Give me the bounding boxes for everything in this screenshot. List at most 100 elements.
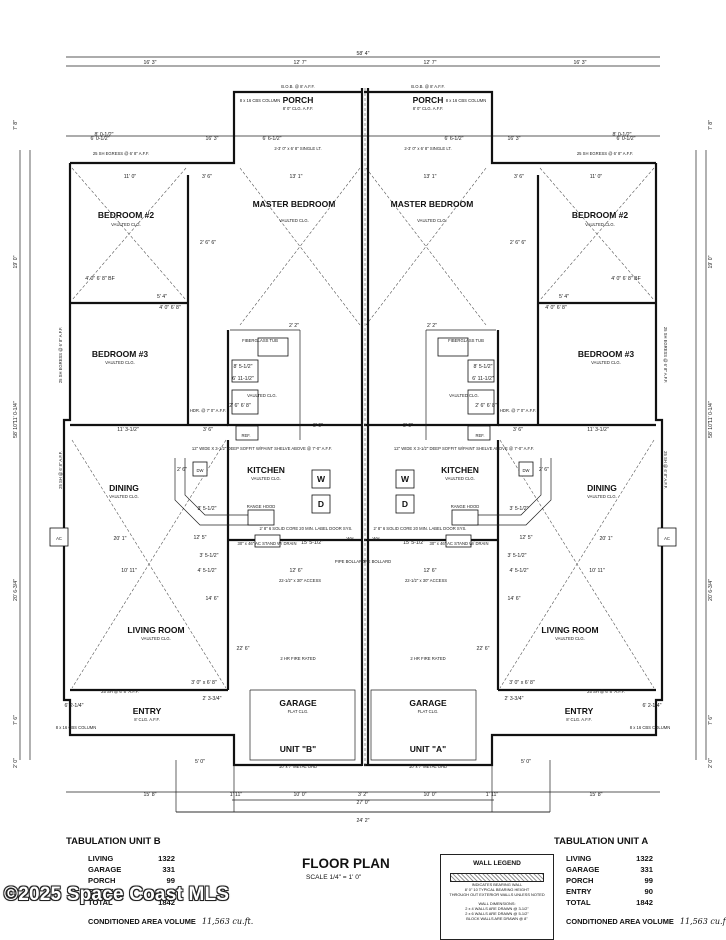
side-dim-right: 7' 6" [708, 715, 714, 725]
bottom-dim: 1' 11" [230, 792, 243, 798]
interior-dim-b: 6' 0-1/2" [91, 136, 110, 142]
interior-dim-a: 10' 11" [589, 568, 605, 574]
interior-dim-a: 16' 3" [508, 136, 521, 142]
washer-box [395, 469, 415, 489]
interior-dim-a: 3' 6" [513, 427, 523, 433]
interior-dim-a: 20' 1" [600, 536, 613, 542]
side-dim-left: 2' 0" [13, 758, 19, 768]
attic-access-note: 22-1/2" x 30" ACCESS [279, 578, 321, 583]
dining-label: DINING [587, 483, 617, 493]
interior-dim-b: 5' 4" [157, 294, 167, 300]
window-note: 25 SH @ 6' 8" A.F.F. [663, 451, 668, 489]
fire-rated-note: 2 HR FIRE RATED [410, 656, 445, 661]
vault-line [365, 167, 487, 326]
floor-plan-title: FLOOR PLAN [302, 856, 390, 871]
living-ceiling: VAULTED CLG. [141, 636, 171, 641]
refrigerator-box [467, 425, 491, 441]
tabulation-key: ENTRY [88, 887, 114, 896]
interior-dim-b: 4' 0" 6' 8" BF [85, 276, 115, 282]
dryer-label: D [318, 499, 324, 509]
bottom-dim: 15' 8" [590, 792, 603, 798]
side-dim-left: 20' 6-3/4" [13, 579, 19, 601]
vanity-box [467, 389, 495, 415]
entry-column-note: 8 x 16 CBS COLUMN [630, 725, 671, 730]
top-dim: 12' 7" [424, 60, 437, 66]
dryer-box [395, 494, 415, 514]
interior-dim-b: 4' 5-1/2" [198, 568, 217, 574]
kitchen-ceiling: VAULTED CLG. [445, 476, 475, 481]
interior-dim-b: 10' 11" [121, 568, 137, 574]
bedroom3-label: BEDROOM #3 [578, 349, 634, 359]
interior-dim-b: 5' 0" [195, 759, 205, 765]
exterior-wall-top [364, 90, 656, 165]
interior-dim-b: 6' 2-1/4" [65, 703, 84, 709]
bottom-dim: 10' 0" [294, 792, 307, 798]
interior-dim-a: 3' 5-1/2" [508, 553, 527, 559]
dryer-box [311, 494, 331, 514]
bath-ceiling: VAULTED CLG. [247, 393, 277, 398]
interior-dim-a: 3' 6" [514, 174, 524, 180]
garage-label: GARAGE [279, 698, 317, 708]
garage-ceiling: FLAT CLG. [418, 709, 439, 714]
legend-bar-label: INDICATES BEARING WALL [471, 882, 523, 887]
garage-label: GARAGE [409, 698, 447, 708]
range-hood-label: RANGE HOOD [451, 504, 480, 509]
interior-dim-a: 12' 6" [424, 568, 437, 574]
interior-dim-a: 6' 2-1/4" [643, 703, 662, 709]
interior-dim-a: 8' 5-1/2" [474, 364, 493, 370]
ac-stand-note: 30" x 46" AC STAND W/ DRAIN [238, 541, 297, 546]
tabulation-key: PORCH [566, 876, 594, 885]
floor-plan-scale: SCALE 1/4" = 1' 0" [306, 874, 362, 881]
interior-dim-b: 3' 6" [203, 427, 213, 433]
interior-dim-a: 4' 0" 6' 8" [545, 305, 567, 311]
interior-dim-b: 20' 1" [114, 536, 127, 542]
window-note: 25 SH @ 6' 8" A.F.F. [101, 689, 139, 694]
interior-dim-a: 5' 4" [559, 294, 569, 300]
water-heater-label: WH [347, 536, 354, 541]
tabulation-value: 1842 [636, 898, 653, 907]
toilet-box [467, 359, 495, 383]
tabulation-title: TABULATION UNIT B [66, 836, 161, 847]
interior-dim-a: 6' 0-1/2" [617, 136, 636, 142]
kitchen-counter [174, 458, 262, 526]
cav-label: CONDITIONED AREA VOLUME [566, 917, 674, 926]
entry-column-note: 8 x 16 CBS COLUMN [56, 725, 97, 730]
window-note: 25 SH @ 6' 8" A.F.F. [58, 451, 63, 489]
interior-dim-b: 8' 0-1/2" [95, 132, 114, 138]
interior-dim-a: 4' 5-1/2" [510, 568, 529, 574]
bedroom2-ceiling: VAULTED CLG. [111, 222, 141, 227]
vault-line [365, 167, 487, 326]
fiberglass-tub-label: FIBERGLASS TUB [242, 338, 278, 343]
dining-ceiling: VAULTED CLG. [109, 494, 139, 499]
exterior-wall-side [364, 163, 664, 767]
interior-dim-b: 6' 11-1/2" [232, 376, 254, 382]
pipe-bollard-note: PIPE BOLLARD [335, 559, 365, 564]
vault-line [239, 167, 361, 326]
bath-ceiling: VAULTED CLG. [449, 393, 479, 398]
tabulation-key: ENTRY [566, 887, 592, 896]
cav-handwritten: 11,563 cu.ft. [201, 917, 254, 926]
garage-door-note: 10' x 7' METAL OHD [279, 764, 317, 769]
interior-dim-a: 4' 0" 6' 8" BF [611, 276, 641, 282]
wall-legend: WALL LEGEND INDICATES BEARING WALL 8' 0"… [440, 854, 554, 940]
interior-dim-b: 22' 6" [237, 646, 250, 652]
fire-rated-note: 2 HR FIRE RATED [280, 656, 315, 661]
window-note: 25 SH @ 6' 8" A.F.F. [587, 689, 625, 694]
bottom-dim: 10' 0" [424, 792, 437, 798]
egress-window-note: 25 SH EGRESS @ 6' 8" A.F.F. [93, 151, 149, 156]
side-dim-left: 7' 8" [13, 120, 19, 130]
header-note: HDR. @ 7' 0" A.F.F. [190, 408, 226, 413]
interior-dim-b: 11' 0" [124, 174, 137, 180]
interior-dim-b: 3' 0" x 6' 8" [191, 680, 217, 686]
entry-door-note: 2-3' 0" x 6' 8" SINGLE LT. [274, 146, 321, 151]
interior-dim-b: 12' 5" [194, 535, 207, 541]
entry-ceiling: 8' CLG. A.F.F. [566, 717, 591, 722]
water-heater-base-box [254, 534, 281, 548]
interior-dim-a: 15' 5-1/2" [403, 540, 425, 546]
fire-door-note: 2' 8" 6 SOLID CORE 20 MIN. LABEL DOOR SY… [260, 526, 353, 531]
dishwasher-label: DW [197, 468, 204, 473]
